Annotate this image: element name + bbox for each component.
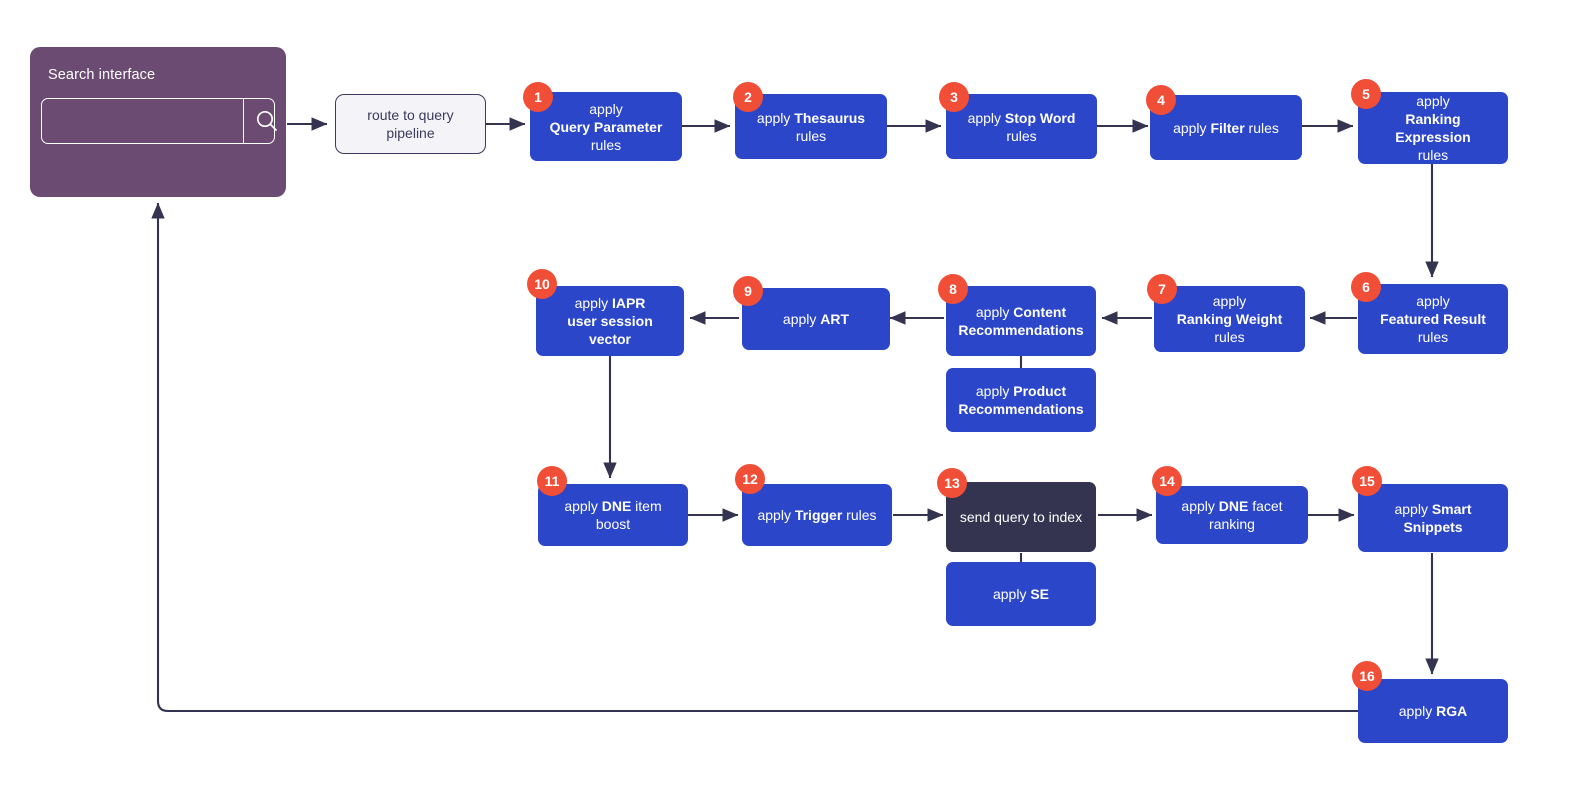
magnifier-icon [256,110,277,131]
badge-5: 5 [1351,79,1381,109]
badge-2: 2 [733,82,763,112]
badge-6: 6 [1351,272,1381,302]
node-apply-filter-rules[interactable]: apply Filter rules [1150,95,1302,160]
node-apply-trigger-rules[interactable]: apply Trigger rules [742,484,892,546]
node-label: route to query pipeline [367,107,454,141]
node-apply-dne-facet-ranking[interactable]: apply DNE facet ranking [1156,486,1308,544]
badge-3: 3 [939,82,969,112]
node-label: apply Smart Snippets [1394,501,1472,535]
node-label: apply SE [992,586,1050,602]
badge-10: 10 [527,269,557,299]
node-label: apply RGA [1398,703,1468,719]
node-apply-dne-item-boost[interactable]: apply DNE item boost [538,484,688,546]
badge-8: 8 [938,274,968,304]
badge-13: 13 [937,468,967,498]
node-label: send query to index [959,509,1083,525]
node-apply-art[interactable]: apply ART [742,288,890,350]
badge-15: 15 [1352,466,1382,496]
node-label: apply Trigger rules [757,507,877,523]
search-interface-title: Search interface [48,67,156,83]
node-apply-rga[interactable]: apply RGA [1358,679,1508,743]
badge-14: 14 [1152,466,1182,496]
node-route-to-query-pipeline[interactable]: route to query pipeline [335,94,486,154]
badge-9: 9 [733,276,763,306]
node-label: apply ART [782,311,850,327]
node-label: apply DNE facet ranking [1181,498,1283,532]
node-send-query-to-index[interactable]: send query to index [946,482,1096,552]
badge-7: 7 [1147,274,1177,304]
badge-1: 1 [523,82,553,112]
badge-11: 11 [537,466,567,496]
badge-12: 12 [735,464,765,494]
badge-16: 16 [1352,661,1382,691]
search-input[interactable] [42,99,243,143]
node-label: apply Filter rules [1173,119,1279,136]
node-apply-smart-snippets[interactable]: apply Smart Snippets [1358,484,1508,552]
search-field[interactable] [41,98,277,144]
search-button[interactable] [243,99,290,143]
search-interface-panel: Search interface [30,47,286,197]
node-apply-se[interactable]: apply SE [946,562,1096,626]
node-label: apply DNE item boost [564,498,662,532]
badge-4: 4 [1146,85,1176,115]
